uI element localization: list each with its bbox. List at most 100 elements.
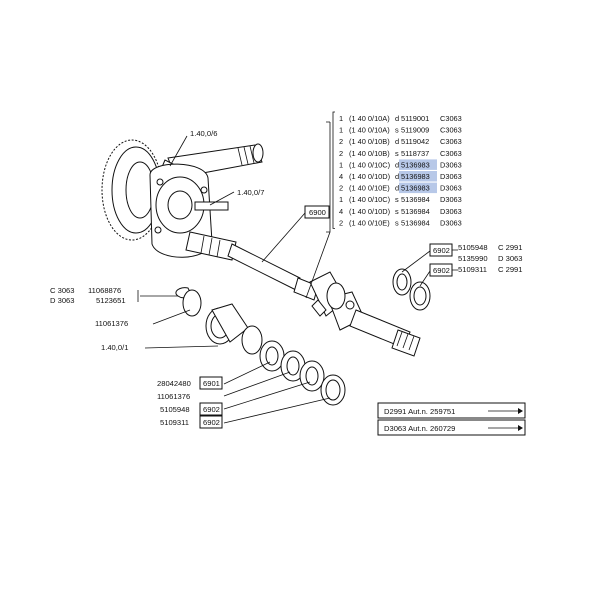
box-6900-frame bbox=[304, 205, 330, 219]
row-suffix: s bbox=[395, 218, 399, 227]
serial-note-d3063: D3063 Aut.n. 260729 bbox=[377, 419, 526, 436]
right-part-5109311: 5109311 bbox=[458, 265, 487, 274]
row-code: C3063 bbox=[440, 149, 462, 158]
right-code-5135990: D 3063 bbox=[498, 254, 523, 263]
row-qty: 4 bbox=[339, 172, 343, 181]
row-qty: 2 bbox=[339, 218, 343, 227]
label-1-40-0-6: 1.40,0/6 bbox=[190, 129, 217, 138]
row-part-number: 5118737 bbox=[401, 149, 429, 158]
row-qty: 2 bbox=[339, 137, 343, 146]
row-code: C3063 bbox=[440, 137, 462, 146]
bottom-part-11061376: 11061376 bbox=[157, 392, 190, 401]
bottom-box-6901: 6901 bbox=[203, 379, 220, 388]
row-highlight bbox=[399, 182, 437, 194]
row-part-number: 5136983 bbox=[401, 160, 430, 169]
right-part-5135990: 5135990 bbox=[458, 254, 488, 263]
row-part-number: 5119042 bbox=[401, 137, 429, 146]
row-suffix: d bbox=[395, 114, 399, 123]
right-box-6902-bottom: 6902 bbox=[433, 266, 450, 275]
left-components bbox=[175, 287, 346, 406]
row-spec: (1 40 0/10A) bbox=[349, 126, 390, 135]
row-qty: 1 bbox=[339, 195, 343, 204]
left-code-c3063: C 3063 bbox=[50, 286, 75, 295]
axle-shaft bbox=[227, 243, 421, 357]
row-qty: 1 bbox=[339, 160, 343, 169]
row-spec: (1 40 0/10B) bbox=[349, 149, 390, 158]
bottom-part-28042480: 28042480 bbox=[157, 379, 191, 388]
row-qty: 2 bbox=[339, 184, 343, 193]
ring-gear bbox=[101, 139, 163, 241]
serial-notes: D2991 Aut.n. 259751 D3063 Aut.n. 260729 bbox=[377, 402, 526, 436]
bottom-box-6902-a: 6902 bbox=[203, 405, 220, 414]
row-spec: (1 40 0/10D) bbox=[349, 207, 390, 216]
row-suffix: s bbox=[395, 126, 399, 135]
row-suffix: s bbox=[395, 195, 399, 204]
row-code: D3063 bbox=[440, 195, 462, 204]
serial-note-d2991: D2991 Aut.n. 259751 bbox=[377, 402, 526, 419]
bottom-box-6902-b: 6902 bbox=[203, 418, 220, 427]
row-spec: (1 40 0/10E) bbox=[349, 218, 390, 227]
row-code: D3063 bbox=[440, 160, 462, 169]
label-1-40-0-7: 1.40,0/7 bbox=[237, 188, 264, 197]
bottom-box-6902-b-frame bbox=[199, 415, 223, 429]
row-spec: (1 40 0/10C) bbox=[349, 160, 390, 169]
callouts: 1.40,0/6 1.40,0/7 6900 6902 6902 5105948… bbox=[50, 129, 523, 429]
right-code-5109311: C 2991 bbox=[498, 265, 523, 274]
bottom-part-5109311: 5109311 bbox=[160, 418, 189, 427]
left-part-5123651: 5123651 bbox=[96, 296, 126, 305]
serial-note-d3063-text: D3063 Aut.n. 260729 bbox=[384, 424, 455, 433]
right-part-5105948: 5105948 bbox=[458, 243, 488, 252]
row-qty: 1 bbox=[339, 126, 343, 135]
bottom-box-6902-a-frame bbox=[199, 402, 223, 416]
leader-lines bbox=[137, 121, 431, 424]
right-box-6902-top: 6902 bbox=[433, 246, 450, 255]
row-code: D3063 bbox=[440, 184, 462, 193]
row-spec: (1 40 0/10E) bbox=[349, 184, 390, 193]
row-part-number: 5119009 bbox=[401, 126, 429, 135]
row-code: D3063 bbox=[440, 172, 462, 181]
row-part-number: 5136984 bbox=[401, 195, 430, 204]
row-spec: (1 40 0/10D) bbox=[349, 172, 390, 181]
label-1-40-0-1: 1.40,0/1 bbox=[101, 343, 128, 352]
bottom-part-5105948: 5105948 bbox=[160, 405, 190, 414]
box-6900: 6900 bbox=[309, 208, 326, 217]
row-qty: 4 bbox=[339, 207, 343, 216]
row-code: C3063 bbox=[440, 126, 462, 135]
row-code: D3063 bbox=[440, 218, 462, 227]
row-part-number: 5119001 bbox=[401, 114, 429, 123]
row-suffix: d bbox=[395, 172, 399, 181]
row-part-number: 5136984 bbox=[401, 207, 430, 216]
left-part-11061376: 11061376 bbox=[95, 319, 128, 328]
splined-stub bbox=[185, 231, 237, 261]
row-suffix: s bbox=[395, 149, 399, 158]
right-seals bbox=[392, 268, 431, 311]
row-qty: 2 bbox=[339, 149, 343, 158]
bottom-box-6901-frame bbox=[199, 376, 223, 390]
left-code-d3063: D 3063 bbox=[50, 296, 75, 305]
right-code-5105948: C 2991 bbox=[498, 243, 523, 252]
row-code: C3063 bbox=[440, 114, 462, 123]
row-suffix: d bbox=[395, 137, 399, 146]
row-suffix: d bbox=[395, 160, 399, 169]
row-qty: 1 bbox=[339, 114, 343, 123]
row-highlight bbox=[399, 171, 437, 182]
row-part-number: 5136984 bbox=[401, 218, 430, 227]
left-part-11068876: 11068876 bbox=[88, 286, 121, 295]
differential-assembly bbox=[101, 139, 264, 261]
row-spec: (1 40 0/10A) bbox=[349, 114, 390, 123]
row-part-number: 5136983 bbox=[401, 172, 430, 181]
row-suffix: s bbox=[395, 207, 399, 216]
parts-table-bracket bbox=[332, 111, 335, 229]
